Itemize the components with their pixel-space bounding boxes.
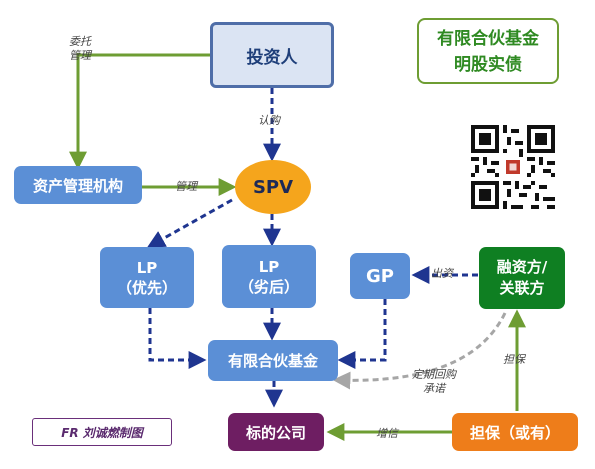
entrust-label: 委托 管理 [60,35,100,63]
asset-manager-node: 资产管理机构 [14,166,142,204]
asset-manager-label: 资产管理机构 [32,176,123,195]
lp-priority-label-2: （优先） [116,278,177,297]
lp-subordinate-node: LP （劣后） [222,245,316,308]
qr-code-icon [471,125,555,209]
repurchase-label-1: 定期回购 [412,368,456,381]
title-line-2: 明股实债 [454,55,522,75]
manage-label: 管理 [175,180,197,193]
lp-priority-node: LP （优先） [100,247,194,308]
lp-priority-label-1: LP [136,258,158,277]
investor-node: 投资人 [210,22,334,88]
entrust-label-2: 管理 [69,49,91,62]
spv-to-lp-priority-arrow [146,198,233,248]
repurchase-arrow [332,312,507,390]
entrust-arrow [69,53,210,170]
spv-label: SPV [252,176,294,198]
fund-label: 有限合伙基金 [227,352,318,370]
lp-priority-to-fund-arrow [148,308,207,369]
title-line-1: 有限合伙基金 [437,29,539,49]
lp-subordinate-label-1: LP [258,257,280,276]
credit-label: FR 刘诚燃制图 [32,418,172,446]
target-company-node: 标的公司 [228,413,324,451]
contribute-label: 出资 [431,267,453,280]
lp-subordinate-label-2: （劣后） [238,277,299,296]
entrust-label-1: 委托 [69,35,91,48]
financier-node: 融资方/ 关联方 [479,247,565,309]
guarantor-label: 担保（或有） [469,423,560,442]
subscribe-label: 认购 [258,114,280,127]
gp-label: GP [366,265,394,287]
fund-node: 有限合伙基金 [208,340,338,381]
target-company-label: 标的公司 [245,423,306,442]
gp-to-fund-arrow [337,299,387,369]
gp-node: GP [350,253,410,299]
investor-label: 投资人 [246,47,298,68]
capital-increase-label: 增信 [376,427,398,440]
repurchase-label: 定期回购 承诺 [404,368,464,396]
title-box: 有限合伙基金 明股实债 [417,18,559,84]
guarantee-label: 担保 [503,353,525,366]
spv-node: SPV [235,160,311,214]
financier-label-2: 关联方 [499,279,545,297]
repurchase-label-2: 承诺 [423,382,445,395]
guarantor-node: 担保（或有） [452,413,578,451]
financier-label-1: 融资方/ [496,258,548,276]
